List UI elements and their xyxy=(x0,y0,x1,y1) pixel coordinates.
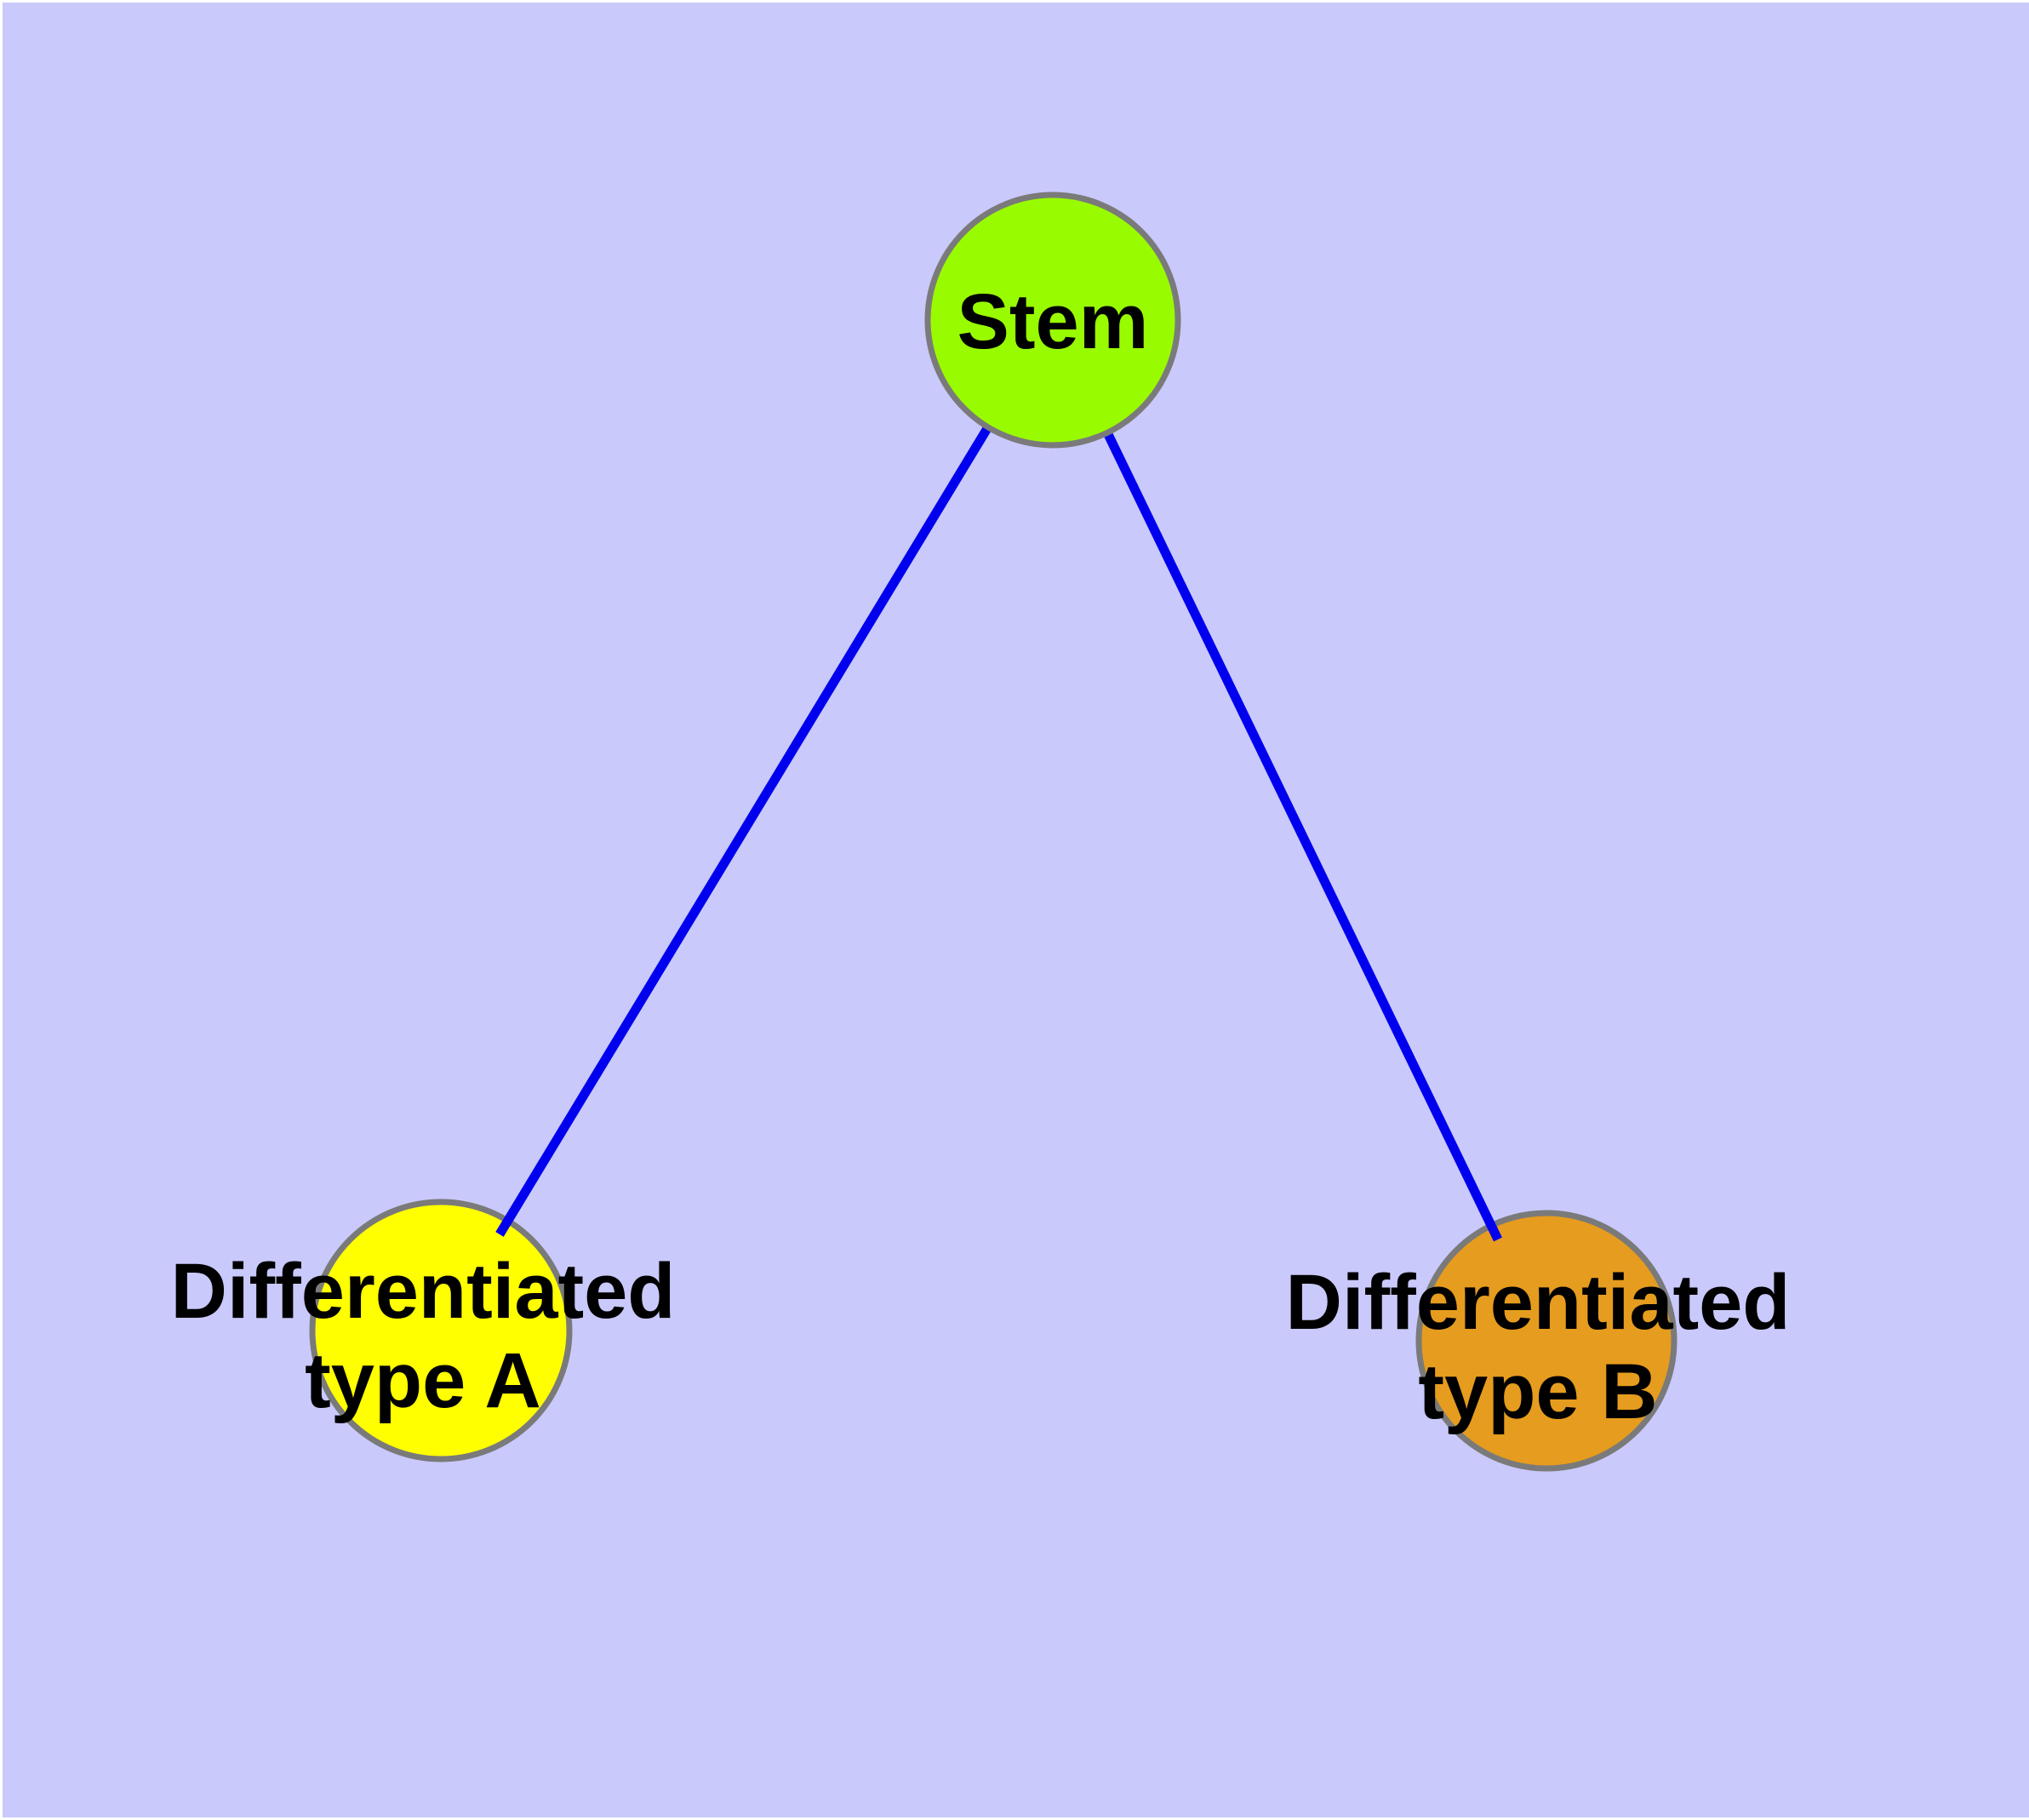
node-differentiated-type-b-circle xyxy=(1415,1210,1677,1472)
node-stem-label: Stem xyxy=(957,278,1149,365)
edge-stem-to-differentiated-type-a xyxy=(495,318,1057,1237)
node-differentiated-type-a-label-line1: Differentiated xyxy=(171,1248,676,1335)
node-differentiated-type-b-label-line2: type B xyxy=(1418,1348,1657,1435)
node-stem-circle xyxy=(924,192,1181,449)
node-differentiated-type-a-circle xyxy=(309,1199,573,1462)
node-differentiated-type-b-label-line1: Differentiated xyxy=(1286,1259,1791,1346)
node-differentiated-type-a-label-line2: type A xyxy=(305,1337,541,1424)
edge-stem-to-differentiated-type-b xyxy=(1049,318,1502,1242)
